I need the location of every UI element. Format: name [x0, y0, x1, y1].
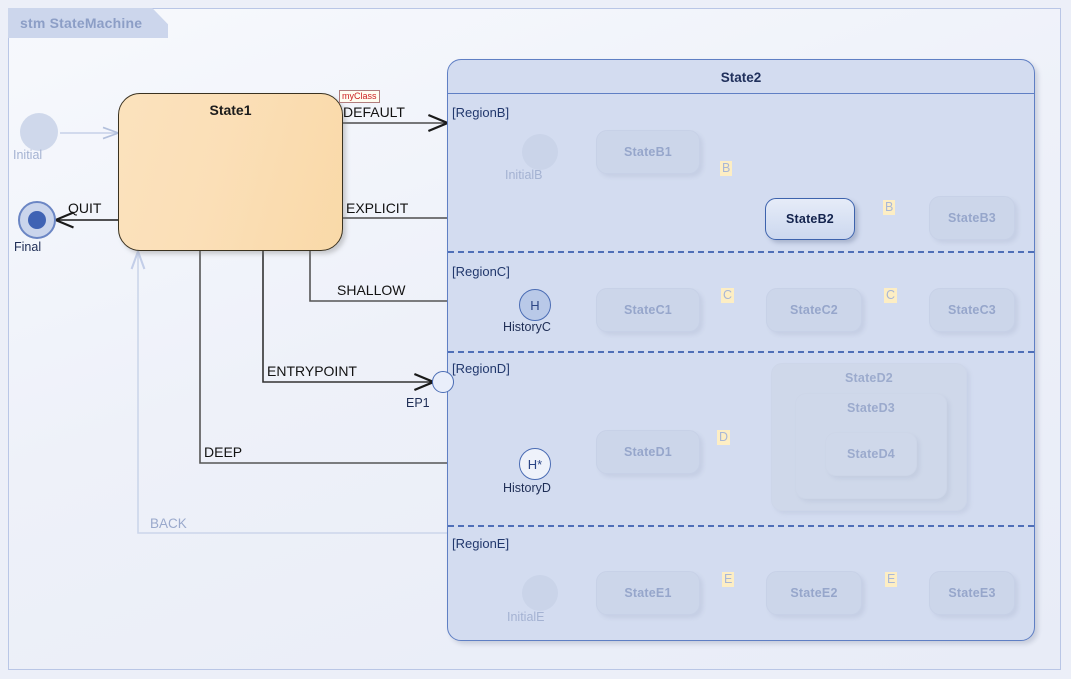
- transition-label-quit: QUIT: [68, 200, 102, 216]
- history-shallow-glyph: H: [530, 297, 540, 313]
- state-stated4[interactable]: StateD4: [825, 432, 917, 476]
- state-stateb3[interactable]: StateB3: [929, 196, 1015, 240]
- region-label-e: [RegionE]: [452, 536, 510, 551]
- statee2-label: StateE2: [790, 586, 838, 600]
- initialb-pseudostate[interactable]: [522, 134, 558, 170]
- stated4-label: StateD4: [847, 447, 895, 461]
- state-stateb1[interactable]: StateB1: [596, 130, 700, 174]
- statec3-label: StateC3: [948, 303, 996, 317]
- stateb2-label: StateB2: [786, 212, 834, 226]
- stateb3-label: StateB3: [948, 211, 996, 225]
- event-badge-e1: E: [722, 572, 735, 587]
- state-stateb2[interactable]: StateB2: [765, 198, 855, 240]
- transition-label-explicit: EXPLICIT: [346, 200, 409, 216]
- state1-title: State1: [209, 102, 252, 118]
- final-state-dot: [28, 211, 46, 229]
- initiale-label: InitialE: [507, 610, 545, 624]
- stated3-label: StateD3: [847, 401, 895, 415]
- event-badge-b1: B: [720, 161, 733, 176]
- historyc-label: HistoryC: [503, 320, 551, 334]
- transition-label-entrypoint: ENTRYPOINT: [267, 363, 357, 379]
- initialb-label: InitialB: [505, 168, 543, 182]
- state2-name-divider: [448, 93, 1034, 94]
- final-state[interactable]: [18, 201, 56, 239]
- region-label-b: [RegionB]: [452, 105, 510, 120]
- entry-point-pseudostate[interactable]: [432, 371, 454, 393]
- state-statec1[interactable]: StateC1: [596, 288, 700, 332]
- stated1-label: StateD1: [624, 445, 672, 459]
- event-badge-d1: D: [717, 430, 731, 445]
- initiale-pseudostate[interactable]: [522, 575, 558, 611]
- final-label: Final: [14, 240, 42, 254]
- state-statec3[interactable]: StateC3: [929, 288, 1015, 332]
- stated2-label: StateD2: [845, 371, 893, 385]
- event-badge-c1: C: [721, 288, 735, 303]
- state-state1[interactable]: State1: [118, 93, 343, 251]
- ep1-label: EP1: [406, 396, 430, 410]
- shallow-history-pseudostate[interactable]: H: [519, 289, 551, 321]
- state-statee2[interactable]: StateE2: [766, 571, 862, 615]
- initial-label: Initial: [13, 148, 43, 162]
- region-separator-d-e: [448, 525, 1034, 527]
- region-label-d: [RegionD]: [452, 361, 510, 376]
- state-stated1[interactable]: StateD1: [596, 430, 700, 474]
- event-badge-c2: C: [884, 288, 898, 303]
- history-deep-glyph: H*: [527, 456, 543, 472]
- state-statee3[interactable]: StateE3: [929, 571, 1015, 615]
- statee1-label: StateE1: [624, 586, 672, 600]
- event-badge-e2: E: [885, 572, 898, 587]
- transition-label-shallow: SHALLOW: [337, 282, 406, 298]
- stateb1-label: StateB1: [624, 145, 672, 159]
- deep-history-pseudostate[interactable]: H*: [519, 448, 551, 480]
- historyd-label: HistoryD: [503, 481, 551, 495]
- state-statec2[interactable]: StateC2: [766, 288, 862, 332]
- statec2-label: StateC2: [790, 303, 838, 317]
- region-separator-c-d: [448, 351, 1034, 353]
- event-badge-b2: B: [883, 200, 896, 215]
- transition-label-back: BACK: [150, 516, 187, 531]
- state-statee1[interactable]: StateE1: [596, 571, 700, 615]
- statec1-label: StateC1: [624, 303, 672, 317]
- initial-pseudostate[interactable]: [20, 113, 58, 151]
- state2-title: State2: [720, 70, 762, 85]
- transition-label-default: DEFAULT: [343, 104, 405, 120]
- region-label-c: [RegionC]: [452, 264, 510, 279]
- frame-title-tab: stm StateMachine: [8, 8, 168, 38]
- region-separator-b-c: [448, 251, 1034, 253]
- stereotype-myclass: myClass: [339, 90, 380, 103]
- statee3-label: StateE3: [948, 586, 996, 600]
- transition-label-deep: DEEP: [204, 444, 243, 460]
